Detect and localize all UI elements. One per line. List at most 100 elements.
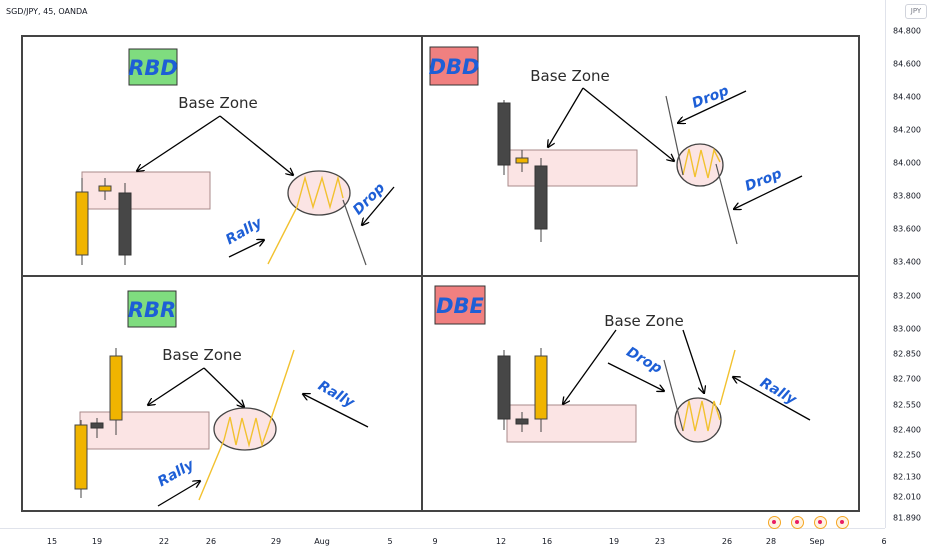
arrow-drop-dbd-2 (734, 175, 803, 209)
chart-canvas[interactable]: RBD Base Zone Rally Drop DBD Base Zone D… (0, 0, 885, 528)
event-flag-icon[interactable] (814, 516, 827, 529)
pattern-box-rbd (128, 48, 178, 86)
candle-bear (497, 102, 511, 166)
pattern-box-rbr (127, 290, 177, 328)
price-tick: 83.600 (893, 224, 921, 234)
event-flag-icon[interactable] (768, 516, 781, 529)
price-tick: 83.000 (893, 324, 921, 334)
arrow-zone-dbd (548, 87, 584, 147)
time-tick: 12 (495, 537, 507, 546)
base-zone-dbd (507, 149, 638, 187)
panel-frame-dbd (421, 35, 860, 277)
arrow-drop-dbd-1 (678, 90, 747, 123)
arrow-base-rbr (203, 367, 244, 407)
candle-bull (75, 191, 89, 256)
arrow-zone-dbe (563, 329, 617, 404)
price-tick: 82.550 (893, 400, 921, 410)
price-tick: 82.250 (893, 450, 921, 460)
panel-frame-dbe (421, 275, 860, 512)
rally-line-rbr-1 (198, 439, 225, 501)
zone-label-rbr: Base Zone (162, 346, 241, 364)
zone-label-rbd: Base Zone (178, 94, 257, 112)
arrow-zone-rbd (137, 115, 221, 171)
arrow-rally-dbe (733, 377, 811, 421)
candle-bear (515, 418, 529, 425)
price-tick: 81.890 (893, 513, 921, 523)
drop-line-rbd (342, 199, 367, 266)
price-tick: 84.200 (893, 125, 921, 135)
base-zigzag-rbd (296, 175, 344, 210)
price-tick: 83.200 (893, 291, 921, 301)
price-tick: 83.800 (893, 191, 921, 201)
panel-frame-rbr (21, 275, 423, 512)
time-tick: 15 (46, 537, 58, 546)
price-tick: 84.800 (893, 26, 921, 36)
time-tick: 19 (91, 537, 103, 546)
symbol-title[interactable]: SGD/JPY, 45, OANDA (6, 7, 88, 16)
candle-bull (98, 185, 112, 192)
base-zigzag-dbe (682, 400, 721, 432)
rally-line-rbr-2 (267, 349, 295, 429)
pattern-box-dbd (429, 46, 479, 86)
time-tick: 26 (721, 537, 733, 546)
time-axis-border (0, 528, 885, 529)
price-tick: 82.400 (893, 425, 921, 435)
candle-bull (74, 424, 88, 490)
time-tick: 6 (881, 537, 887, 546)
pattern-label-rbd: RBD (128, 56, 178, 80)
arrow-rally-rbd (228, 240, 264, 258)
price-tick: 82.010 (893, 492, 921, 502)
arrow-rally-rbr-1 (157, 481, 200, 507)
candle-bull (109, 355, 123, 421)
price-axis-border (885, 0, 886, 528)
base-ellipse-rbd (287, 170, 351, 216)
price-tick: 82.700 (893, 374, 921, 384)
price-tick: 84.400 (893, 92, 921, 102)
time-tick: 9 (432, 537, 438, 546)
pattern-label-dbe: DBE (436, 294, 484, 318)
arrow-zone-rbr (148, 367, 205, 405)
arrow-drop-rbd (362, 186, 395, 225)
time-tick: 28 (765, 537, 777, 546)
rally-line-dbe (719, 349, 736, 406)
time-tick: 19 (608, 537, 620, 546)
candle-bull (515, 157, 529, 164)
zone-label-dbe: Base Zone (604, 312, 683, 330)
candle-bear (534, 165, 548, 230)
time-tick: Sep (809, 537, 825, 546)
time-tick: 22 (158, 537, 170, 546)
base-ellipse-dbd (676, 143, 724, 187)
event-flag-icon[interactable] (791, 516, 804, 529)
price-tick: 84.600 (893, 59, 921, 69)
currency-badge[interactable]: JPY (905, 4, 927, 19)
price-tick: 83.400 (893, 257, 921, 267)
time-tick: 26 (205, 537, 217, 546)
time-tick: 23 (654, 537, 666, 546)
zone-label-dbd: Base Zone (530, 67, 609, 85)
price-tick: 84.000 (893, 158, 921, 168)
base-zigzag-dbd (682, 147, 721, 179)
arrow-rally-rbr-2 (303, 394, 369, 428)
price-tick: 82.850 (893, 349, 921, 359)
arrow-drop-dbe (607, 362, 664, 391)
candle-bear (118, 192, 132, 256)
arrow-base-rbd (219, 115, 293, 175)
time-tick: 5 (387, 537, 393, 546)
time-tick: 29 (270, 537, 282, 546)
price-tick: 82.130 (893, 472, 921, 482)
drop-line-dbd-2 (715, 163, 738, 245)
arrow-base-dbe (682, 329, 704, 393)
rally-line-rbd (267, 206, 298, 265)
candle-bull (534, 355, 548, 420)
drop-line-dbe (663, 359, 684, 432)
candle-bear (497, 355, 511, 420)
pattern-label-dbd: DBD (429, 55, 480, 79)
base-zigzag-rbr (223, 416, 269, 448)
drop-line-dbd-1 (665, 95, 684, 176)
arrow-base-dbd (582, 87, 674, 161)
event-flag-icon[interactable] (836, 516, 849, 529)
time-tick: 16 (541, 537, 553, 546)
base-zone-rbr (79, 411, 210, 450)
candle-bear (90, 422, 104, 429)
pattern-label-rbr: RBR (128, 298, 176, 322)
